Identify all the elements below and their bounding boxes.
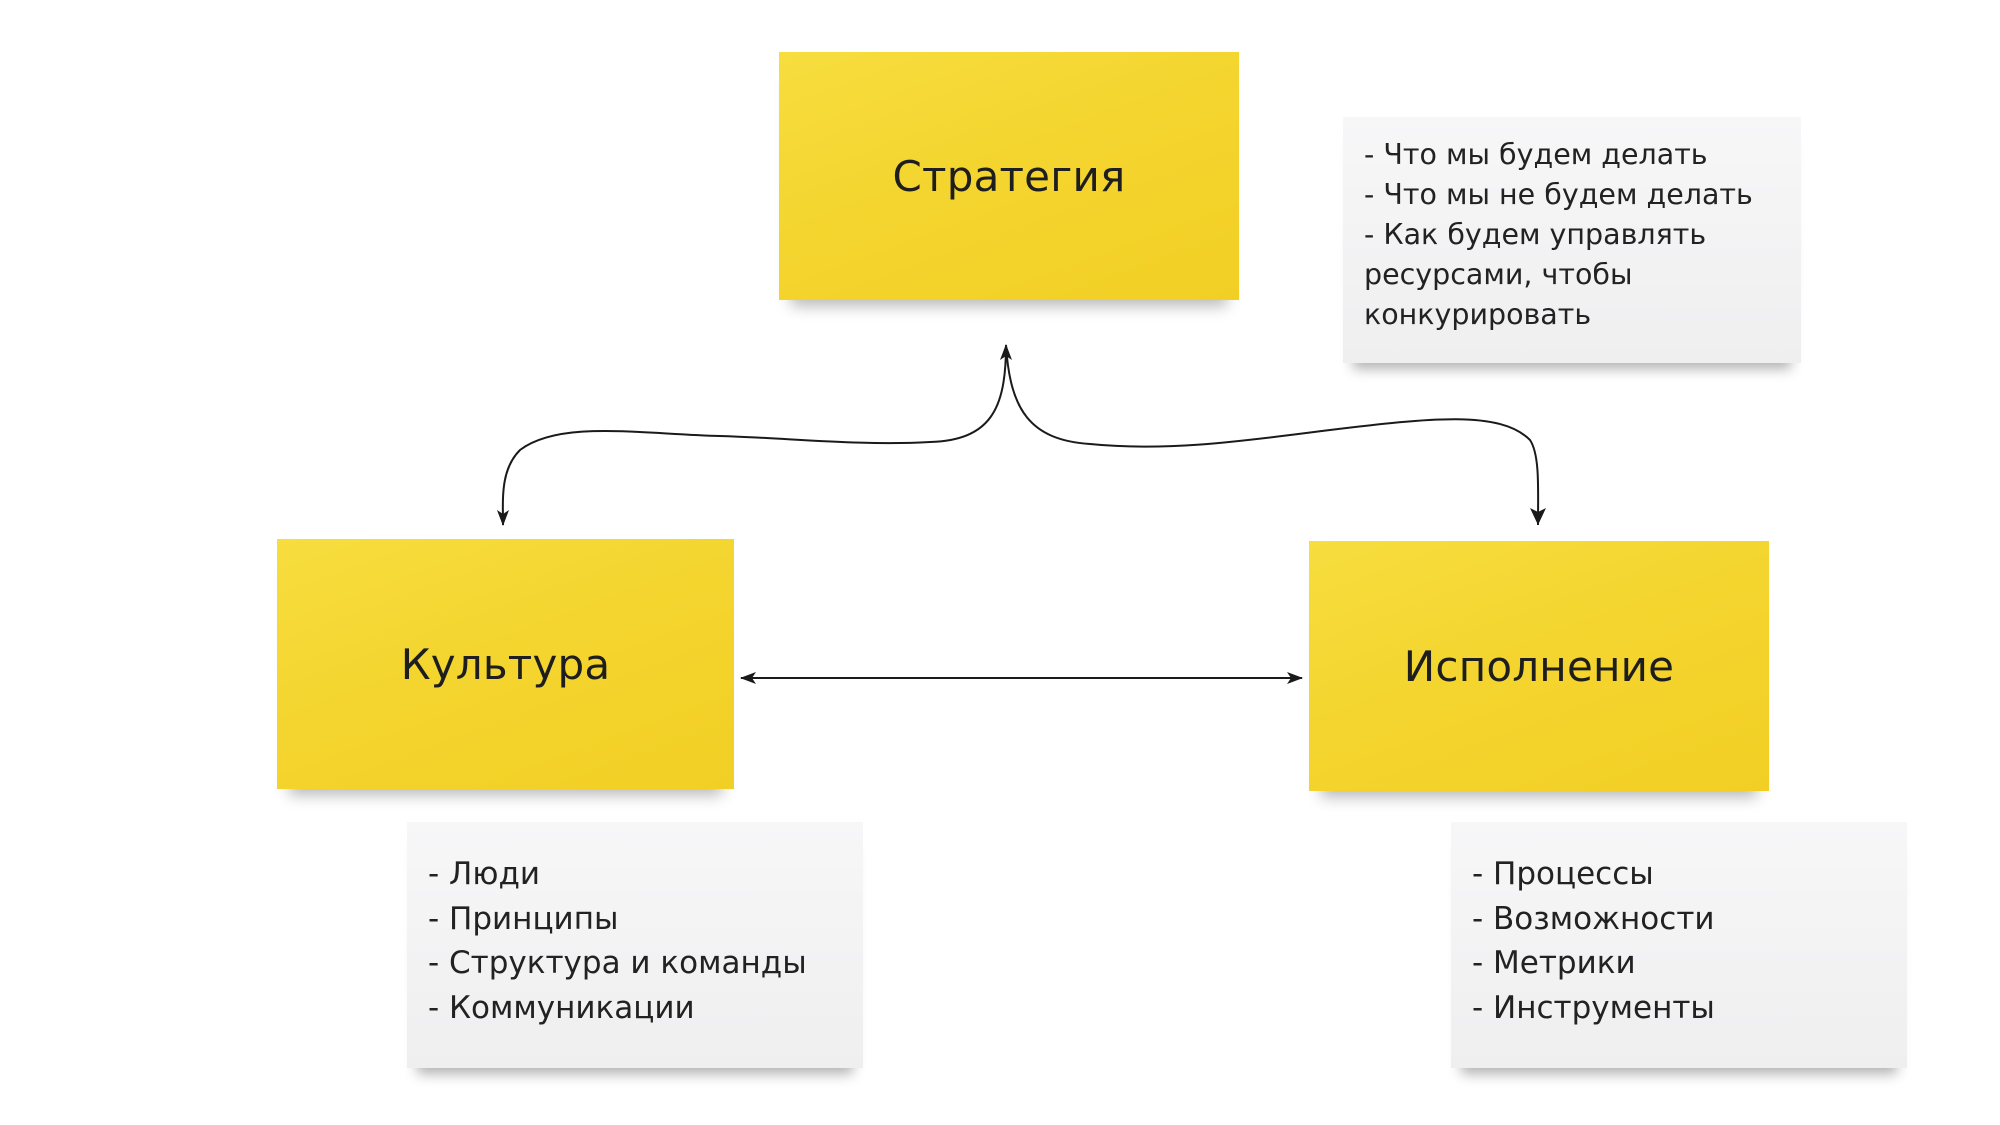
note-strategy-line: - Что мы будем делать bbox=[1364, 138, 1708, 171]
note-strategy-line: - Как будем управлять bbox=[1364, 218, 1707, 251]
note-culture-line: - Люди bbox=[428, 856, 541, 892]
node-strategy[interactable]: Стратегия bbox=[779, 52, 1239, 300]
note-strategy-line: конкурировать bbox=[1364, 298, 1592, 331]
node-execution[interactable]: Исполнение bbox=[1309, 541, 1769, 791]
note-execution[interactable]: - Процессы - Возможности - Метрики - Инс… bbox=[1451, 822, 1907, 1068]
node-strategy-label: Стратегия bbox=[892, 151, 1126, 201]
note-strategy-list: - Что мы будем делать - Что мы не будем … bbox=[1364, 135, 1801, 335]
node-culture[interactable]: Культура bbox=[277, 539, 734, 789]
note-execution-line: - Метрики bbox=[1472, 945, 1636, 981]
node-execution-label: Исполнение bbox=[1403, 641, 1675, 691]
note-execution-line: - Инструменты bbox=[1472, 989, 1715, 1026]
arrowhead-execution bbox=[1530, 508, 1546, 525]
note-culture-line: - Структура и команды bbox=[428, 945, 807, 981]
note-execution-line: - Процессы bbox=[1472, 856, 1654, 892]
note-culture-list: - Люди - Принципы - Структура и команды … bbox=[428, 852, 863, 1030]
note-strategy-line: ресурсами, чтобы bbox=[1364, 258, 1633, 291]
node-culture-label: Культура bbox=[400, 639, 611, 689]
note-strategy[interactable]: - Что мы будем делать - Что мы не будем … bbox=[1343, 117, 1801, 363]
note-culture-line: - Коммуникации bbox=[428, 989, 695, 1026]
connector-strategy-culture bbox=[496, 344, 1012, 526]
connector-strategy-execution bbox=[1005, 344, 1540, 526]
note-execution-list: - Процессы - Возможности - Метрики - Инс… bbox=[1472, 852, 1907, 1030]
note-strategy-line: - Что мы не будем делать bbox=[1364, 178, 1753, 211]
note-execution-line: - Возможности bbox=[1472, 900, 1715, 937]
note-culture-line: - Принципы bbox=[428, 900, 619, 937]
note-culture[interactable]: - Люди - Принципы - Структура и команды … bbox=[407, 822, 863, 1068]
